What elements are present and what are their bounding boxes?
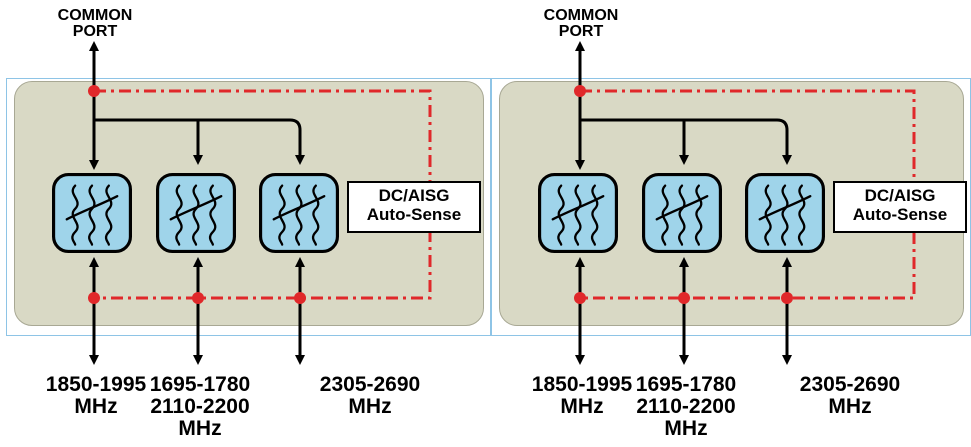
common-port-label-right: COMMON PORT [543,7,619,40]
dc-aisg-box-left: DC/AISG Auto-Sense [347,181,481,233]
left-panel-graphics [52,41,432,365]
bandpass-filter-icon [156,173,236,253]
band-label-3-left: 2305-2690 MHz [319,373,421,419]
dc-aisg-box-right: DC/AISG Auto-Sense [833,181,967,233]
junction-dot-icon [574,85,586,97]
band-label-1-left: 1850-1995 MHz [45,373,147,419]
branch-bus-left [94,118,305,165]
junction-dot-icon [192,292,204,304]
right-panel-graphics [538,41,916,365]
dc-path-right [580,89,916,300]
bandpass-filter-icon [642,173,722,253]
dc-aisg-label-left: DC/AISG Auto-Sense [366,186,462,224]
band-label-2-right: 1695-1780 2110-2200 MHz [635,373,737,441]
band-label-2-left: 1695-1780 2110-2200 MHz [149,373,251,441]
dc-path-left [94,89,432,300]
bandpass-filter-icon [538,173,618,253]
common-port-label-left: COMMON PORT [57,7,133,40]
junction-dot-icon [88,85,100,97]
branch-bus-right [580,118,792,165]
junction-dot-icon [678,292,690,304]
junction-dot-icon [88,292,100,304]
junction-dot-icon [781,292,793,304]
junction-dot-icon [574,292,586,304]
bandpass-filter-icon [52,173,132,253]
bandpass-filter-icon [745,173,825,253]
dc-aisg-label-right: DC/AISG Auto-Sense [852,186,948,224]
bandpass-filter-icon [259,173,339,253]
band-label-1-right: 1850-1995 MHz [531,373,633,419]
panel-frame-left [6,78,491,336]
junction-dot-icon [294,292,306,304]
band-label-3-right: 2305-2690 MHz [799,373,901,419]
